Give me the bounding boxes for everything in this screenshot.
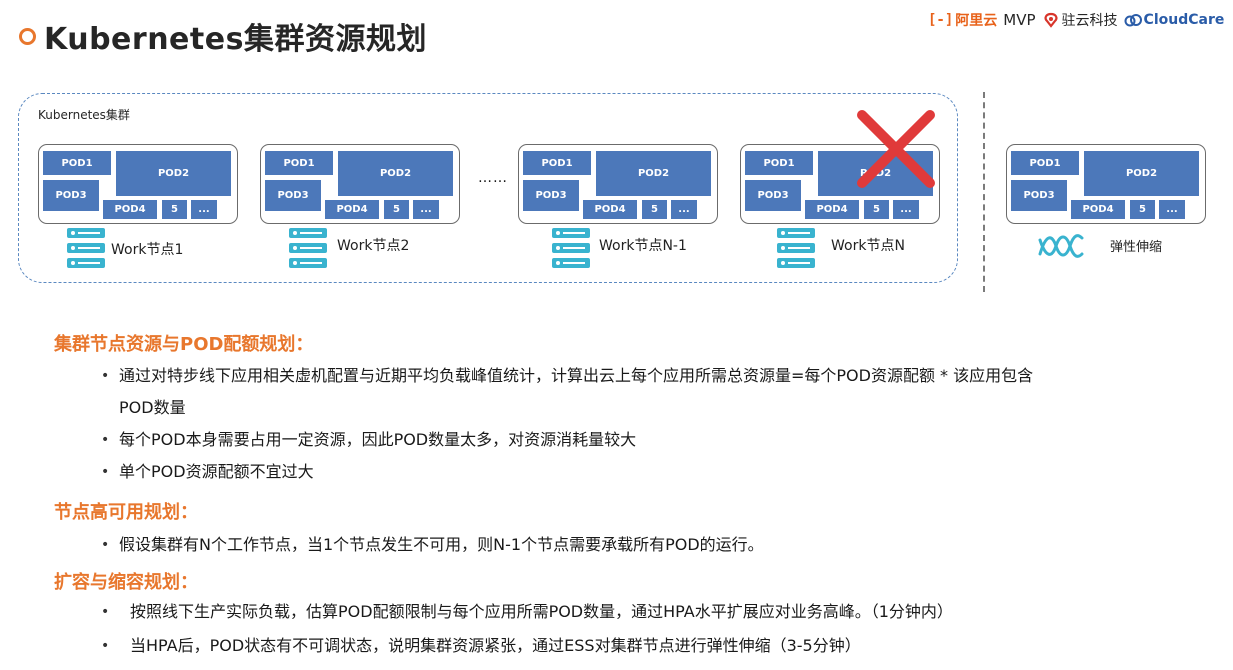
section-heading: 节点高可用规划： bbox=[54, 502, 198, 523]
pod-block: ... bbox=[413, 200, 439, 219]
pod-block: POD3 bbox=[1011, 180, 1067, 211]
server-icon bbox=[289, 228, 327, 268]
aliyun-logo: [-] 阿里云 bbox=[928, 10, 997, 30]
work-node-box: POD1 POD2 POD3 POD4 5 ... bbox=[260, 144, 460, 224]
work-node-box: POD1 POD2 POD3 POD4 5 ... bbox=[38, 144, 238, 224]
section-list-item: 通过对特步线下应用相关虚机配置与近期平均负载峰值统计，计算出云上每个应用所需总资… bbox=[119, 366, 1034, 385]
pod-block: POD1 bbox=[745, 151, 813, 175]
work-node-label: Work节点N bbox=[831, 238, 905, 254]
pod-block: POD2 bbox=[116, 151, 231, 196]
pod-block: POD4 bbox=[1071, 200, 1125, 219]
elastic-node-box: POD1 POD2 POD3 POD4 5 ... bbox=[1006, 144, 1206, 224]
elastic-scaling-wave-icon bbox=[1038, 234, 1084, 258]
pod-block: POD2 bbox=[338, 151, 453, 196]
zhuyun-knot-icon bbox=[1044, 12, 1058, 28]
pod-block: POD1 bbox=[43, 151, 111, 175]
section-list-item: 每个POD本身需要占用一定资源，因此POD数量太多，对资源消耗量较大 bbox=[119, 430, 637, 449]
pod-block: POD1 bbox=[523, 151, 591, 175]
pod-block: POD2 bbox=[596, 151, 711, 196]
bullet-dot: • bbox=[101, 638, 110, 654]
section-list-item: POD数量 bbox=[119, 398, 186, 417]
pod-block: 5 bbox=[864, 200, 889, 219]
pod-block: POD3 bbox=[745, 180, 801, 211]
cluster-divider-line bbox=[983, 92, 985, 292]
cluster-label: Kubernetes集群 bbox=[38, 108, 130, 122]
pod-block: POD1 bbox=[1011, 151, 1079, 175]
server-icon bbox=[777, 228, 815, 268]
pod-block: POD4 bbox=[103, 200, 157, 219]
mvp-logo-text: MVP bbox=[1003, 11, 1036, 29]
section-heading: 集群节点资源与POD配额规划： bbox=[54, 334, 314, 355]
pod-block: 5 bbox=[642, 200, 667, 219]
pod-block: ... bbox=[1159, 200, 1185, 219]
cloudcare-cloud-icon bbox=[1124, 14, 1142, 27]
pod-block: POD3 bbox=[265, 180, 321, 211]
pod-block: POD1 bbox=[265, 151, 333, 175]
section-list-item: 单个POD资源配额不宜过大 bbox=[119, 462, 314, 481]
pod-block: POD4 bbox=[325, 200, 379, 219]
cloudcare-logo-text: CloudCare bbox=[1143, 12, 1225, 28]
node-failure-x-icon bbox=[857, 110, 935, 188]
pod-block: POD4 bbox=[583, 200, 637, 219]
kubernetes-cluster-boundary bbox=[18, 93, 958, 283]
sponsor-logos: [-] 阿里云 MVP 驻云科技 CloudCare bbox=[928, 10, 1224, 30]
node-ellipsis: …… bbox=[478, 170, 508, 186]
pod-block: ... bbox=[671, 200, 697, 219]
pod-block: 5 bbox=[384, 200, 409, 219]
zhuyun-logo: 驻云科技 bbox=[1042, 10, 1118, 30]
work-node-label: Work节点1 bbox=[111, 242, 184, 258]
work-node-label: Work节点2 bbox=[337, 238, 410, 254]
pod-block: ... bbox=[893, 200, 919, 219]
server-icon bbox=[552, 228, 590, 268]
title-bullet-icon bbox=[19, 28, 36, 45]
bullet-dot: • bbox=[101, 464, 110, 480]
pod-block: 5 bbox=[162, 200, 187, 219]
bullet-dot: • bbox=[101, 368, 110, 384]
bullet-dot: • bbox=[101, 604, 110, 620]
page-title: Kubernetes集群资源规划 bbox=[44, 22, 427, 57]
pod-block: ... bbox=[191, 200, 217, 219]
bullet-dot: • bbox=[101, 537, 110, 553]
section-list-item: 当HPA后，POD状态有不可调状态，说明集群资源紧张，通过ESS对集群节点进行弹… bbox=[130, 636, 861, 655]
elastic-scaling-label: 弹性伸缩 bbox=[1110, 240, 1163, 255]
pod-block: POD3 bbox=[523, 180, 579, 211]
work-node-label: Work节点N-1 bbox=[599, 238, 687, 254]
cloudcare-logo: CloudCare bbox=[1124, 12, 1225, 28]
section-list-item: 假设集群有N个工作节点，当1个节点发生不可用，则N-1个节点需要承载所有POD的… bbox=[119, 535, 764, 554]
section-heading: 扩容与缩容规划： bbox=[54, 572, 198, 593]
work-node-box: POD1 POD2 POD3 POD4 5 ... bbox=[518, 144, 718, 224]
server-icon bbox=[67, 228, 105, 268]
bullet-dot: • bbox=[101, 432, 110, 448]
pod-block: POD4 bbox=[805, 200, 859, 219]
aliyun-logo-text: 阿里云 bbox=[955, 13, 998, 29]
pod-block: POD3 bbox=[43, 180, 99, 211]
aliyun-bracket-icon: [-] bbox=[928, 12, 954, 28]
pod-block: 5 bbox=[1130, 200, 1155, 219]
pod-block: POD2 bbox=[1084, 151, 1199, 196]
section-list-item: 按照线下生产实际负载，估算POD配额限制与每个应用所需POD数量，通过HPA水平… bbox=[130, 602, 953, 621]
zhuyun-logo-text: 驻云科技 bbox=[1061, 13, 1118, 29]
